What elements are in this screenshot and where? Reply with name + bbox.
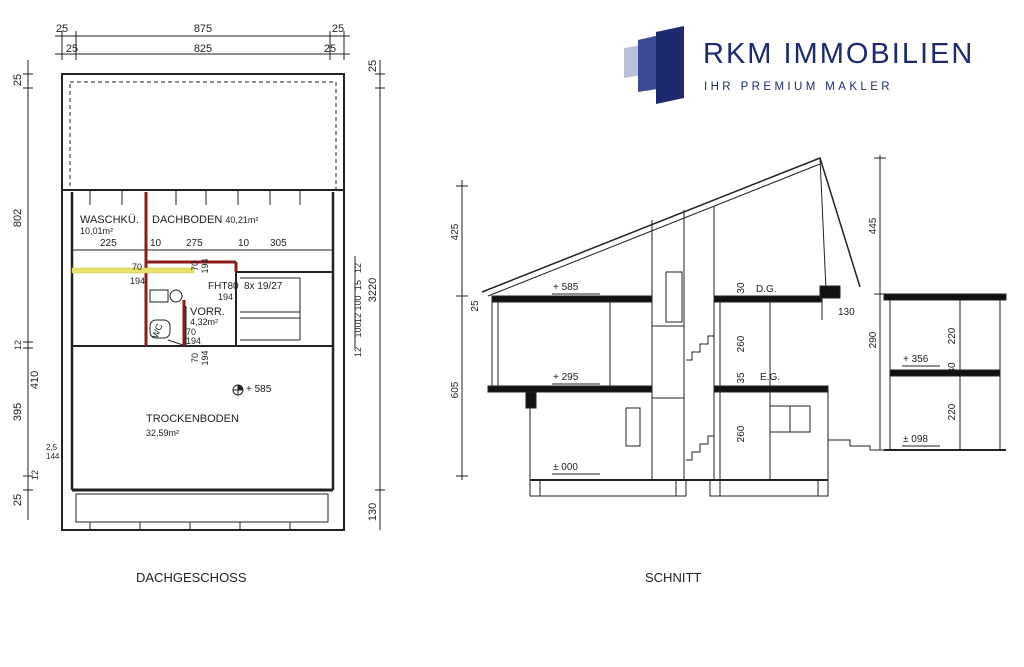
fire-door-label: FHT80 [208,281,239,292]
level-000: ± 000 [553,462,578,473]
room-name-waschkueche: WASCHKÜ. [80,214,139,226]
level-mark-icon [232,384,244,396]
door-label-6: 70 [186,327,196,337]
dim-left-7: 144 [46,452,60,461]
door-label-8: 70 [190,353,200,363]
dim-right-inner-4: 12 [353,313,363,323]
section-dim-left-3: 605 [450,381,461,398]
level-295: + 295 [553,372,579,383]
dim-right-inner-1: 12 [353,263,363,273]
dim-left-8: 12 [30,470,40,480]
section-caption: SCHNITT [645,570,702,585]
dim-left-9: 25 [12,494,24,506]
height-3: 35 [736,372,747,384]
section-dim-right-3: 290 [868,331,879,348]
dim-left-5: 395 [12,403,24,421]
height-5: 220 [947,327,958,344]
dim-top2-right: 25 [324,43,336,55]
inner-dim-4: 10 [238,238,250,249]
dim-left-1: 25 [12,74,24,86]
dim-right-inner-2: 15 [353,280,363,290]
dim-top-left: 25 [56,23,68,35]
dim-right-inner-3: 100 [353,295,363,310]
room-area-waschkueche: 10,01m² [80,226,113,236]
section-drawing [456,155,1007,497]
door-label-5: 194 [218,292,233,302]
room-name-trockenboden: TROCKENBODEN [146,413,239,425]
wall-accent-yellow [71,267,195,274]
dim-right-inner-5: 100 [353,322,363,337]
height-4: 260 [736,425,747,442]
height-2: 260 [736,335,747,352]
floor-label-dg: D.G. [756,284,777,295]
floor-label-eg: E.G. [760,372,780,383]
section-dim-right-1: 445 [868,217,879,234]
level-585: + 585 [553,282,579,293]
room-name-dachboden: DACHBODEN 40,21m² [152,214,258,226]
dim-top-right: 25 [332,23,344,35]
inner-dim-2: 10 [150,238,162,249]
inner-dim-3: 275 [186,238,203,249]
door-label-1: 70 [132,262,142,272]
level-098: ± 098 [903,434,928,445]
level-mark-plan: + 585 [246,384,272,395]
dim-right-1: 25 [367,60,379,72]
inner-dim-5: 305 [270,238,287,249]
dim-left-6: 2,5 [46,443,58,452]
height-7: 220 [947,403,958,420]
section-dim-right-2: 130 [838,307,855,318]
dim-top2-inner: 825 [194,43,212,55]
dim-top-total: 875 [194,23,212,35]
room-area-trockenboden: 32,59m² [146,428,179,438]
section-dim-left-2: 25 [470,300,481,312]
dim-right-3: 130 [367,503,379,521]
door-label-2: 194 [130,276,145,286]
brand-name: RKM IMMOBILIEN [703,38,975,70]
door-label-7: 194 [186,336,201,346]
room-area-vorraum: 4,32m² [190,317,218,327]
dim-right-2: 3220 [367,278,379,302]
wc-label: WC [150,322,165,340]
door-label-3: 70 [190,261,200,271]
room-name-vorraum: VORR. [190,306,225,318]
inner-dim-1: 225 [100,238,117,249]
door-label-9: 194 [200,350,210,365]
dim-left-2: 802 [12,209,24,227]
brand-tagline: IHR PREMIUM MAKLER [704,81,893,93]
dim-top2-left: 25 [66,43,78,55]
dim-left-3: 12 [13,340,23,350]
door-label-4: 194 [200,258,210,273]
height-6: 30 [947,362,958,374]
floorplan-caption: DACHGESCHOSS [136,570,247,585]
section-dim-left-1: 425 [450,223,461,240]
dim-right-inner-6: 12 [353,347,363,357]
level-356: + 356 [903,354,929,365]
dim-left-4: 410 [29,371,41,389]
stairs-label: 8x 19/27 [244,281,283,292]
height-1: 30 [736,282,747,294]
floorplan-drawing [23,31,385,531]
